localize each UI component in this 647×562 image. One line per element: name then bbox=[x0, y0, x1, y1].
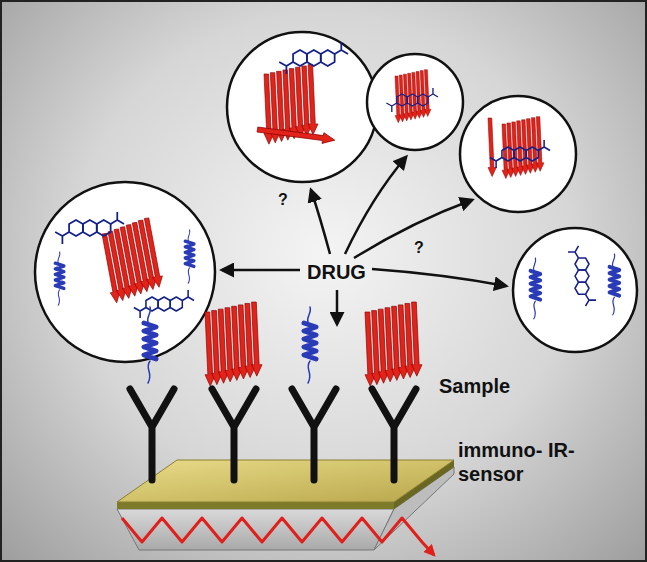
sensor-label: immuno- IR-sensor bbox=[458, 438, 576, 486]
drug-label: DRUG bbox=[307, 260, 366, 284]
sample-proteins bbox=[144, 302, 422, 386]
antibodies bbox=[130, 389, 416, 480]
question-mark: ? bbox=[414, 238, 424, 257]
fan-arrows bbox=[222, 157, 506, 324]
circle-left bbox=[35, 182, 215, 362]
sample-label: Sample bbox=[439, 374, 510, 398]
circle-right-top bbox=[460, 96, 576, 212]
sensor bbox=[117, 460, 454, 555]
circle-right bbox=[513, 228, 637, 352]
question-mark: ? bbox=[278, 190, 288, 209]
circle-top bbox=[227, 32, 377, 182]
circle-small bbox=[367, 54, 463, 150]
